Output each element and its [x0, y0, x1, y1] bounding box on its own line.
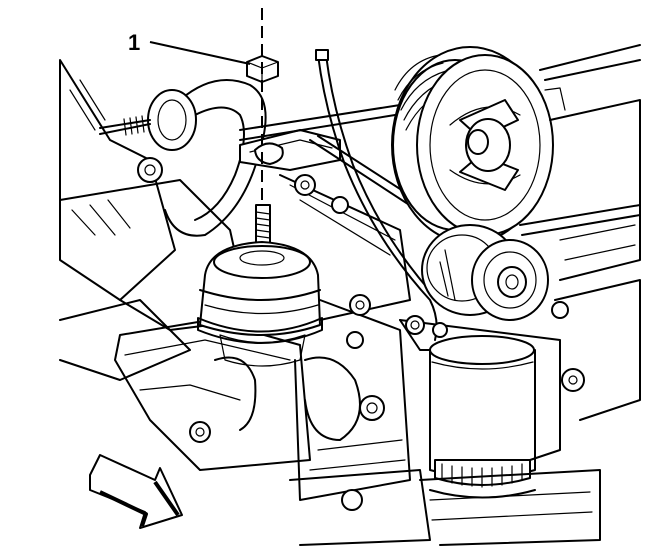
dipstick-tube: [315, 49, 439, 341]
engine-block-right: [539, 44, 641, 421]
idler-pulley: [421, 224, 549, 321]
lower-bracket: [399, 315, 601, 546]
callout-label: 1: [128, 30, 140, 55]
engine-block-center: [279, 174, 431, 546]
intake-hose: [99, 79, 267, 237]
callout-1: 1: [128, 30, 251, 65]
engine-block-left: [59, 59, 311, 471]
power-steering-pulley: [391, 46, 554, 244]
mount-stud: [255, 204, 271, 246]
front-direction-arrow-icon: [89, 454, 183, 529]
oil-filter: [429, 335, 536, 499]
engine-mount: [197, 241, 323, 367]
